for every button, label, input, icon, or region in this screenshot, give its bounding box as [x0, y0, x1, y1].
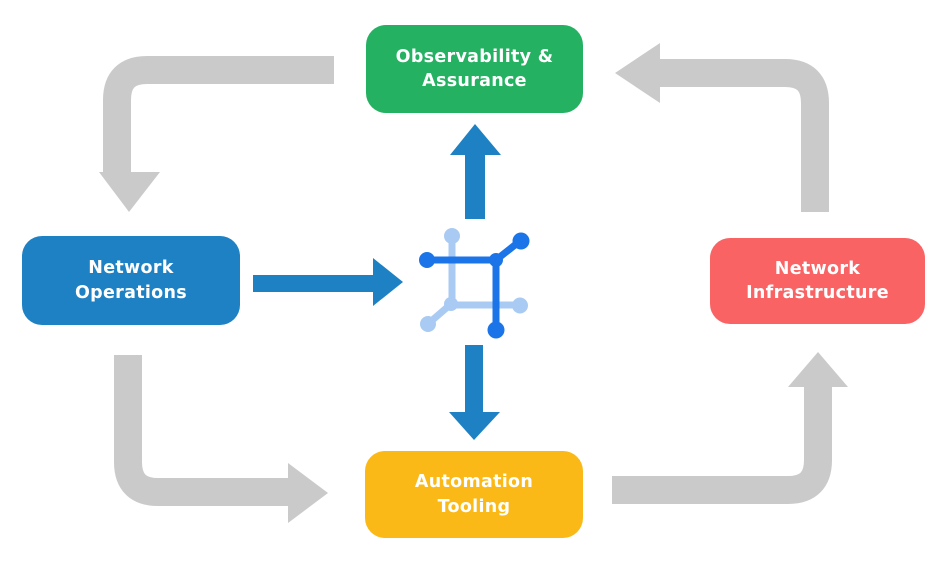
node-infrastructure-label: Network Infrastructure: [746, 258, 889, 303]
node-automation-tooling: Automation Tooling: [365, 451, 583, 538]
arrow-automation-to-infrastructure: [612, 352, 848, 504]
arrow-infrastructure-to-observability: [615, 43, 829, 212]
node-observability-label: Observability & Assurance: [395, 46, 554, 91]
arrow-center-to-observability: [450, 124, 501, 219]
arrow-center-to-automation: [449, 345, 500, 440]
node-network-infrastructure: Network Infrastructure: [710, 238, 925, 324]
arrow-operations-to-center: [253, 258, 403, 306]
node-observability-assurance: Observability & Assurance: [366, 25, 583, 113]
node-network-operations: Network Operations: [22, 236, 240, 325]
arrow-observability-to-operations: [99, 56, 334, 212]
network-mesh-icon: [419, 228, 530, 339]
node-operations-label: Network Operations: [75, 258, 187, 303]
arrow-operations-to-automation: [114, 355, 328, 523]
node-automation-label: Automation Tooling: [414, 472, 534, 517]
